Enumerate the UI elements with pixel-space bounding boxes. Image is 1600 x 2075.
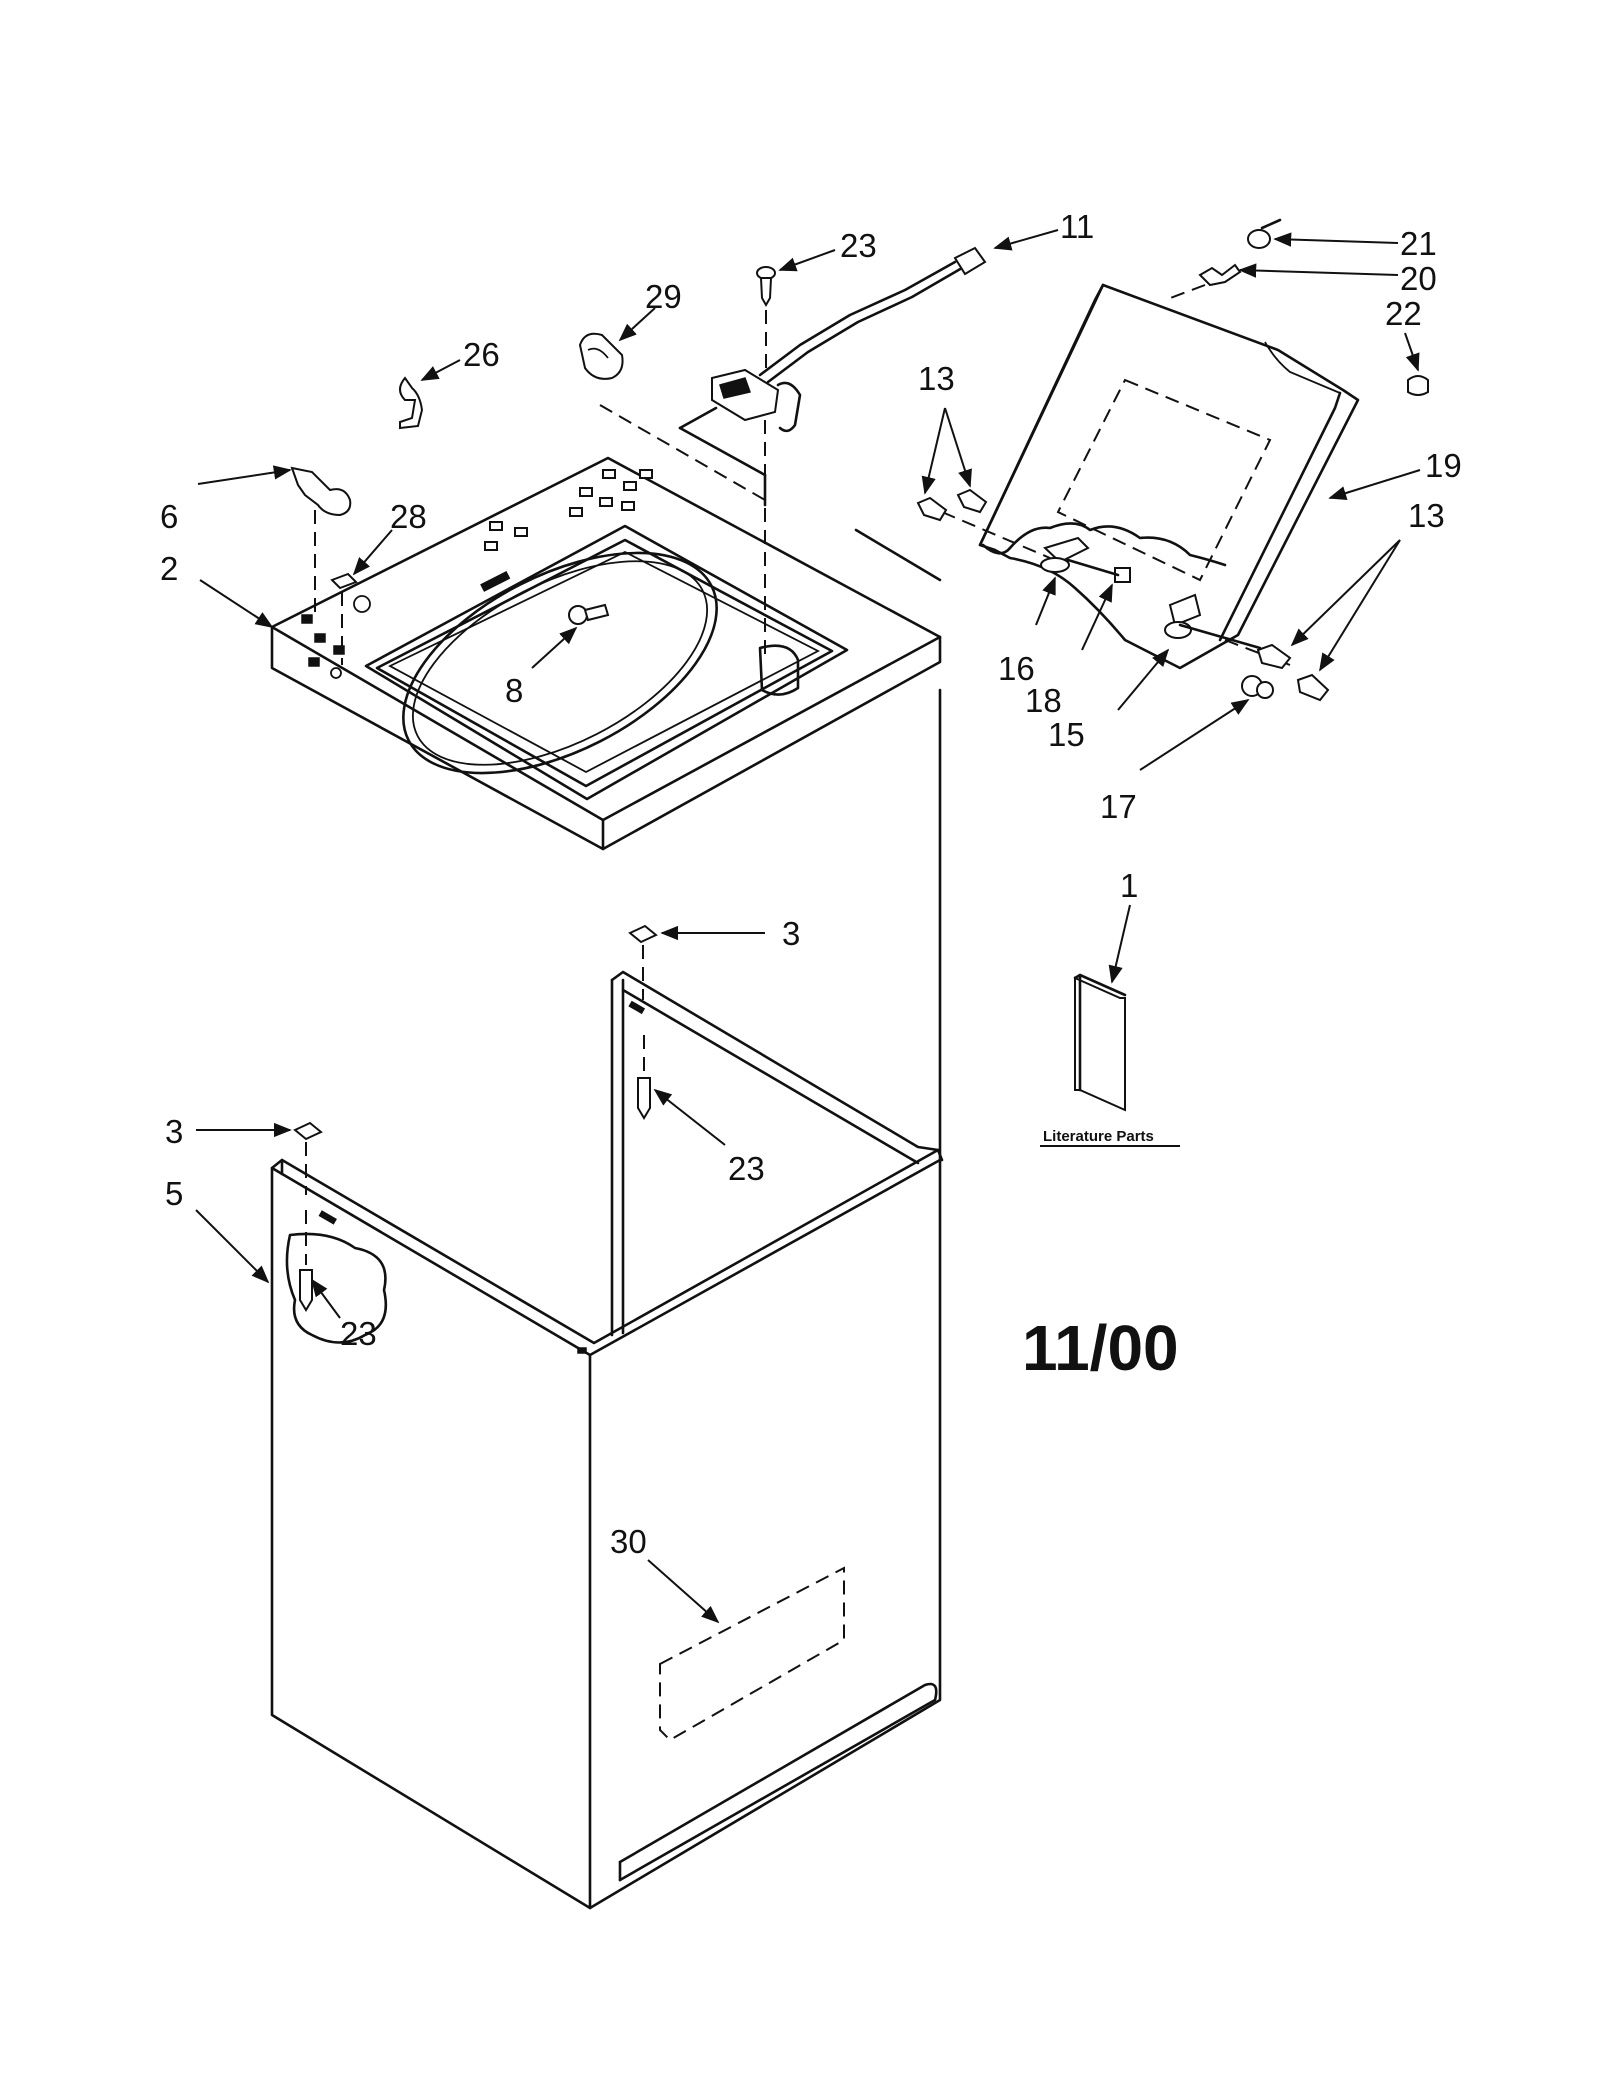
- callout-23-mid: 23: [728, 1150, 765, 1187]
- callout-23-low: 23: [340, 1315, 377, 1352]
- part-21-bumper: [1247, 218, 1282, 249]
- callout-13-top: 13: [918, 360, 955, 397]
- top-panel: [270, 456, 942, 851]
- callout-16: 16: [998, 650, 1035, 687]
- part-23-screw-mid: [637, 1035, 651, 1120]
- lid: [941, 283, 1360, 670]
- callout-5: 5: [165, 1175, 183, 1212]
- part-20-pin: [1164, 263, 1242, 301]
- part-3-clip-top: [628, 924, 658, 1000]
- callout-20: 20: [1400, 260, 1437, 297]
- part-28-clip-nut: [330, 572, 358, 665]
- part-13-screws-right: [1256, 643, 1330, 702]
- part-13-screws-top: [916, 488, 988, 522]
- part-17-screw: [1241, 675, 1274, 699]
- callout-30: 30: [610, 1523, 647, 1560]
- callout-29: 29: [645, 278, 682, 315]
- part-1-literature: [1073, 973, 1127, 1112]
- callout-26: 26: [463, 336, 500, 373]
- date-code: 11/00: [1022, 1312, 1179, 1384]
- callout-28: 28: [390, 498, 427, 535]
- callout-22: 22: [1385, 295, 1422, 332]
- part-26-clip: [399, 376, 424, 430]
- cabinet: [270, 528, 944, 1910]
- callouts: 11 23 29 26 6 28 2 8 13 21 20 22 19 13 1…: [160, 208, 1462, 1560]
- callout-19: 19: [1425, 447, 1462, 484]
- leader-lines: [195, 229, 1421, 1624]
- part-11-lid-switch-harness: [678, 246, 987, 655]
- callout-1: 1: [1120, 867, 1138, 904]
- part-6-bracket: [290, 466, 352, 620]
- callout-6: 6: [160, 498, 178, 535]
- callout-3-top: 3: [782, 915, 800, 952]
- callout-13-right: 13: [1408, 497, 1445, 534]
- callout-15: 15: [1048, 716, 1085, 753]
- callout-23-top: 23: [840, 227, 877, 264]
- callout-3-left: 3: [165, 1113, 183, 1150]
- callout-8: 8: [505, 672, 523, 709]
- callout-11: 11: [1060, 208, 1094, 245]
- callout-17: 17: [1100, 788, 1137, 825]
- callout-2: 2: [160, 550, 178, 587]
- part-30-label-plate: [659, 1566, 845, 1742]
- part-3-clip-left: [293, 1121, 323, 1195]
- part-22-bumper: [1407, 375, 1429, 396]
- part-29-bushing: [578, 332, 766, 501]
- part-23-screw-top: [756, 266, 776, 370]
- callout-18: 18: [1025, 682, 1062, 719]
- part-8-screw: [568, 603, 610, 625]
- literature-parts-label: Literature Parts: [1043, 1128, 1154, 1145]
- callout-21: 21: [1400, 225, 1437, 262]
